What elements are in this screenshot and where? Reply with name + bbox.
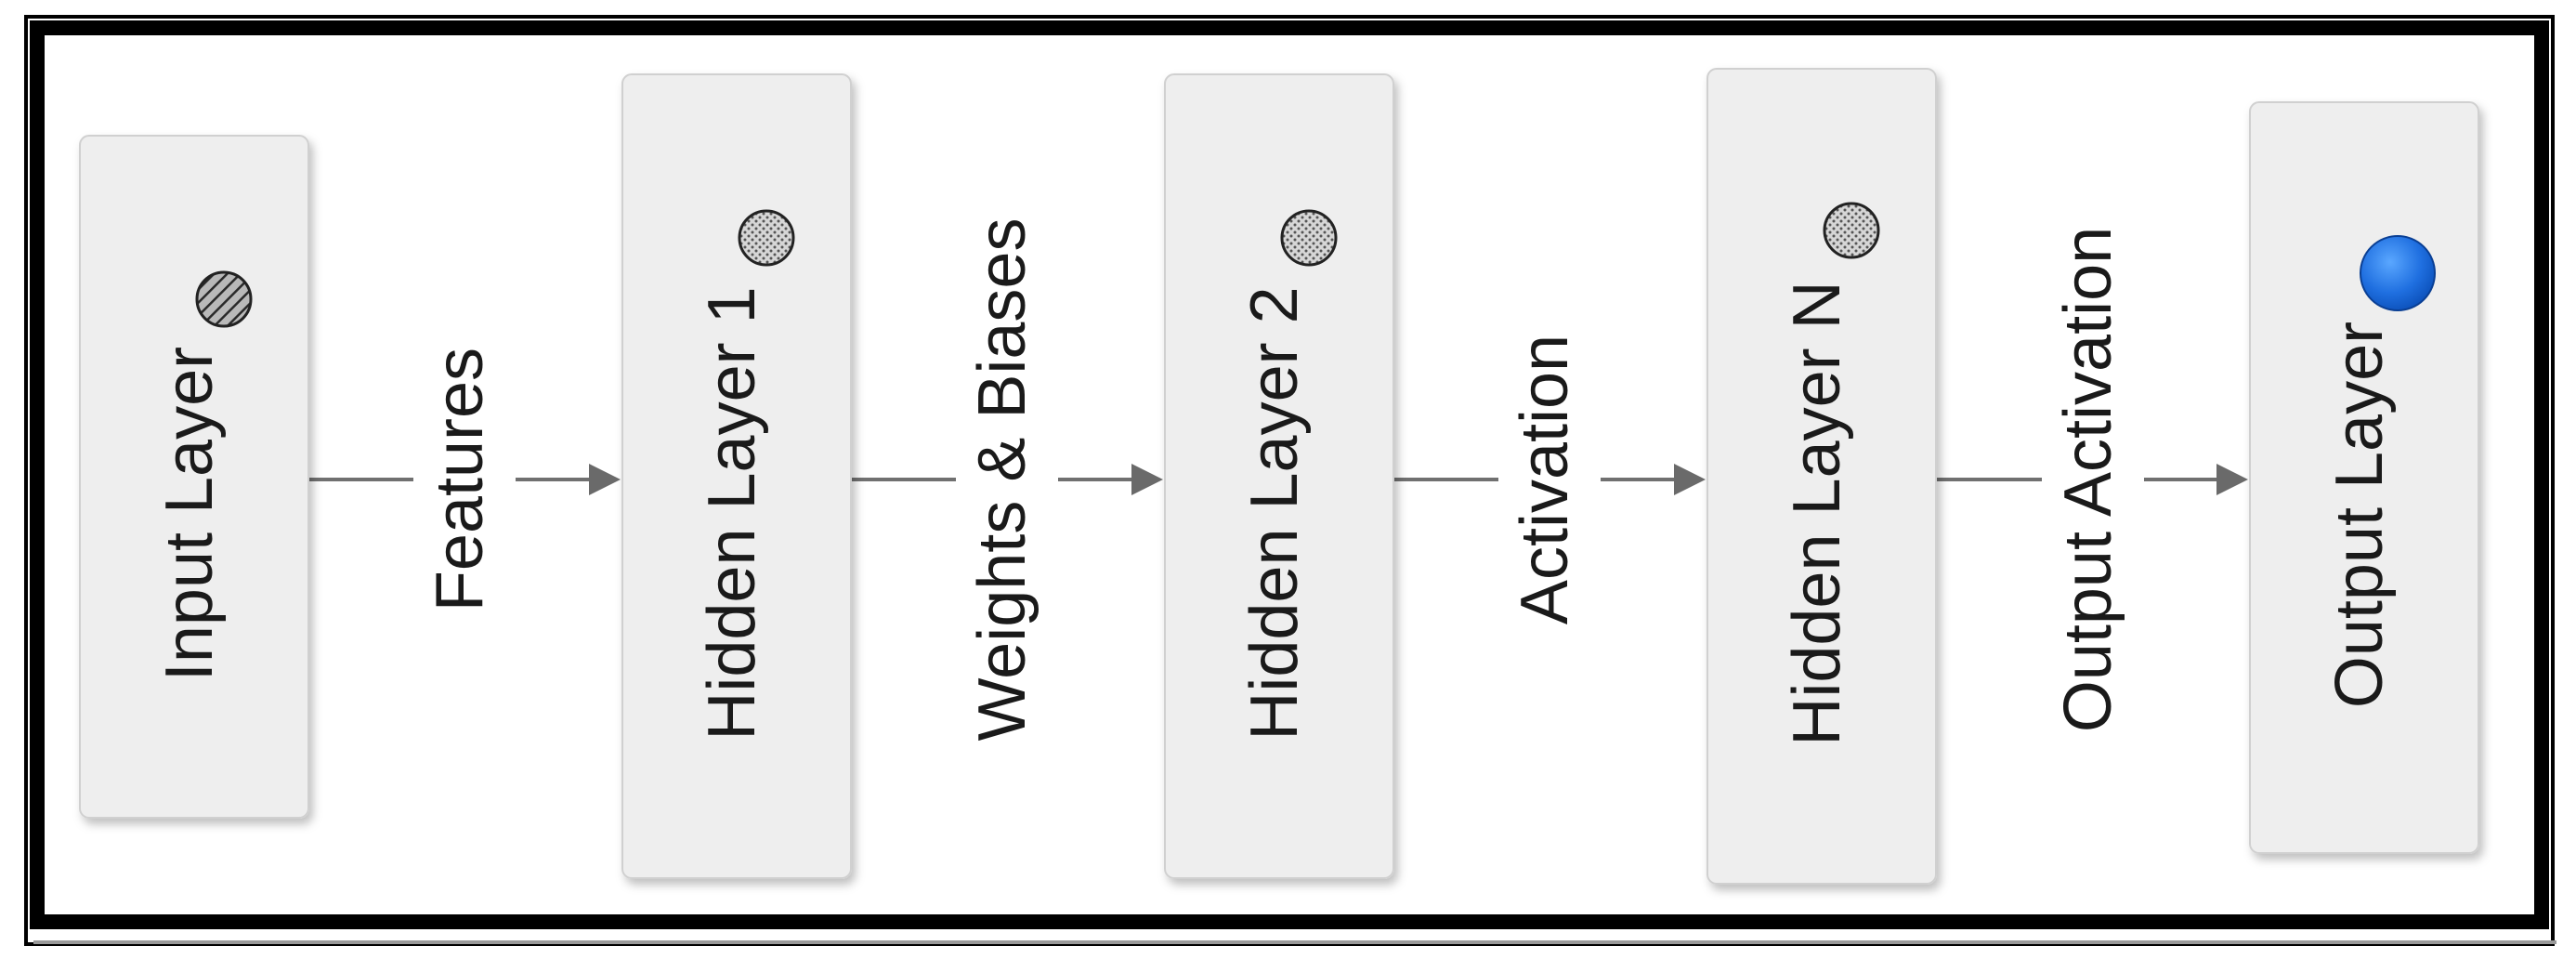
arrowhead-icon xyxy=(589,464,621,495)
arrowhead-icon xyxy=(2216,464,2248,495)
node-label: Hidden Layer 1 xyxy=(695,286,769,740)
hatched-dot-icon xyxy=(195,270,253,328)
node-output: Output Layer xyxy=(2249,101,2479,854)
edge-label: Weights & Biases xyxy=(965,218,1040,742)
edge-weights-and-biases: Weights & Biases xyxy=(851,218,1163,742)
node-label: Hidden Layer 2 xyxy=(1237,286,1312,740)
nodes-layer: Input Layer Hidden Layer 1 Hidden Layer 2 H… xyxy=(79,68,2479,885)
edge-label: Activation xyxy=(1508,335,1582,624)
dotted-dot-icon xyxy=(738,209,795,267)
node-hidden2: Hidden Layer 2 xyxy=(1164,73,1394,879)
edge-features: Features xyxy=(308,348,621,611)
edges-layer: Features Weights & Biases Activation Output… xyxy=(308,218,2248,742)
diagram-frame xyxy=(24,15,2556,946)
dotted-dot-icon xyxy=(1280,209,1338,267)
node-box xyxy=(1706,68,1937,885)
node-hiddenN: Hidden Layer N xyxy=(1706,68,1937,885)
edge-label: Output Activation xyxy=(2051,227,2125,732)
node-label: Hidden Layer N xyxy=(1780,281,1854,745)
blue-dot-icon xyxy=(2360,235,2436,311)
node-input: Input Layer xyxy=(79,135,309,819)
arrowhead-icon xyxy=(1674,464,1706,495)
node-label: Output Layer xyxy=(2322,322,2397,708)
edge-label: Features xyxy=(423,348,497,611)
node-box xyxy=(621,73,852,879)
node-box xyxy=(1164,73,1394,879)
edge-activation: Activation xyxy=(1393,335,1706,624)
edge-output-activation: Output Activation xyxy=(1936,227,2248,732)
node-hidden1: Hidden Layer 1 xyxy=(621,73,852,879)
dotted-dot-icon xyxy=(1823,202,1880,259)
arrowhead-icon xyxy=(1131,464,1163,495)
node-label: Input Layer xyxy=(152,347,227,681)
